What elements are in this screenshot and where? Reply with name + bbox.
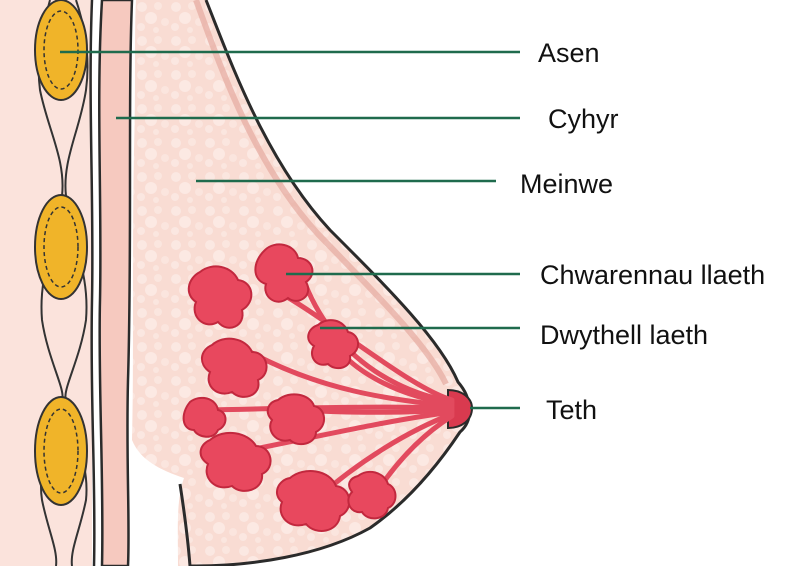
rib-1 <box>35 0 87 100</box>
rib-2 <box>35 195 87 299</box>
label-glands: Chwarennau llaeth <box>540 262 765 289</box>
label-muscle: Cyhyr <box>548 106 619 133</box>
label-rib: Asen <box>538 40 600 67</box>
label-tissue: Meinwe <box>520 171 613 198</box>
muscle-layer <box>99 0 132 566</box>
rib-3 <box>35 397 87 505</box>
label-nipple: Teth <box>546 397 597 424</box>
label-duct: Dwythell laeth <box>540 322 708 349</box>
